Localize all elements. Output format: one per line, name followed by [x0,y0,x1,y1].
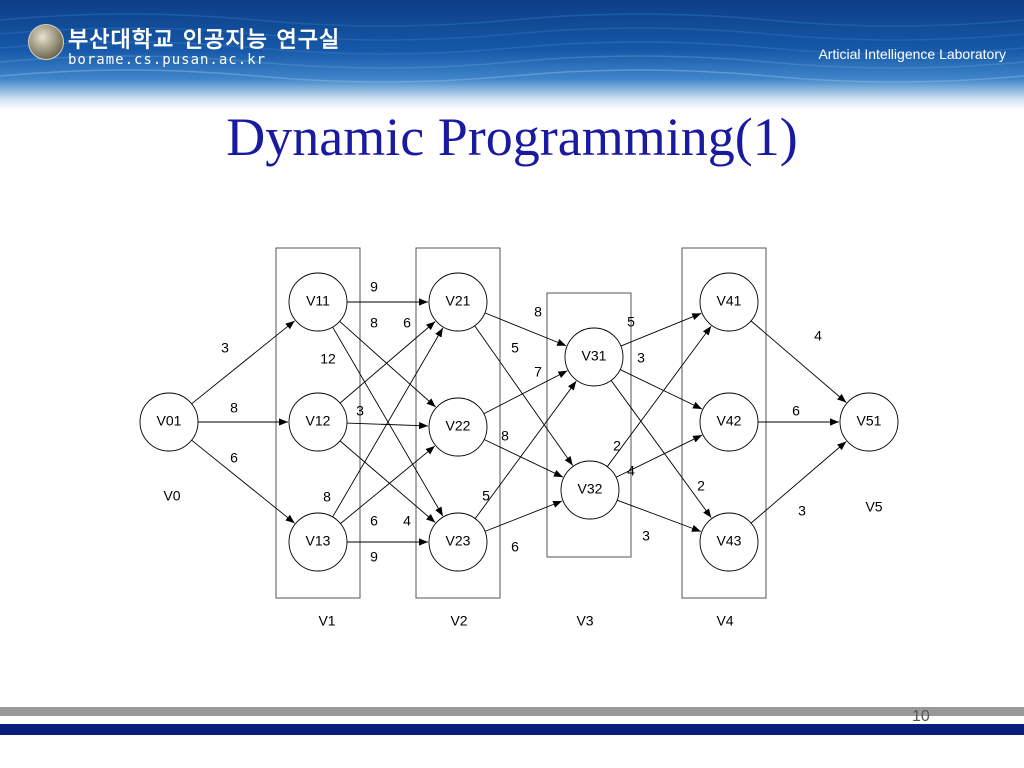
node-v31 [564,327,624,387]
page-number: 10 [912,708,930,725]
stage-label-v0: V0 [163,488,180,504]
edge-weight-v32-v43: 3 [642,528,650,544]
node-label-v21: V21 [446,293,471,309]
edge-v12-v21 [339,321,436,404]
stage-box-4 [681,247,767,599]
edge-weight-v42-v51: 6 [792,403,800,419]
edge-v31-v42 [619,369,703,410]
edge-weight-v01-v13: 6 [230,450,238,466]
stage-label-v4: V4 [716,613,733,629]
edge-weight-v41-v51: 4 [814,328,822,344]
edge-weight-v13-v21: 6 [370,513,378,529]
header-banner: 부산대학교 인공지능 연구실 borame.cs.pusan.ac.kr Art… [0,0,1024,110]
node-v22 [428,397,488,457]
stage-label-v3: V3 [576,613,593,629]
edge-v41-v51 [750,320,847,403]
node-v01 [139,392,199,452]
edge-weight-v11-v23: 12 [320,351,336,367]
edge-v13-v22 [340,445,436,524]
edge-weight-v12-v21: 6 [403,315,411,331]
node-label-v32: V32 [578,481,603,497]
stage-box-3 [546,292,632,558]
node-v21 [428,272,488,332]
edge-weight-v12-v22: 3 [356,403,364,419]
stage-label-v1: V1 [318,613,335,629]
edge-weight-v31-v41: 5 [627,314,635,330]
node-v41 [699,272,759,332]
node-v51 [839,392,899,452]
stage-label-v5: V5 [865,499,882,515]
edge-weight-v11-v22: 8 [370,315,378,331]
edge-v32-v43 [617,499,702,532]
node-label-v23: V23 [446,533,471,549]
slide-title: Dynamic Programming(1) [226,107,798,167]
edge-weight-v23-v32: 6 [511,539,519,555]
edge-v01-v13 [191,439,295,524]
node-v23 [428,512,488,572]
edge-v21-v31 [484,312,567,347]
edge-weight-v13-v23: 9 [370,549,378,565]
node-v11 [288,272,348,332]
university-seal-icon [28,24,64,60]
node-label-v42: V42 [717,413,742,429]
edge-weight-v22-v32: 8 [501,428,509,444]
edge-v43-v51 [750,441,847,524]
node-label-v31: V31 [582,348,607,364]
edge-v23-v31 [474,380,577,519]
edge-weight-v13-v22: 4 [403,513,411,529]
footer-gray-bar [0,707,1024,716]
node-label-v11: V11 [306,293,330,309]
edge-weight-v01-v11: 3 [221,340,229,356]
edge-weight-v31-v42: 3 [637,350,645,366]
node-v12 [288,392,348,452]
node-label-v01: V01 [157,413,182,429]
edge-v32-v42 [615,434,703,478]
edge-v31-v41 [620,312,702,347]
edge-v32-v41 [606,325,712,467]
org-name: 부산대학교 인공지능 연구실 [68,28,341,53]
node-label-v43: V43 [717,533,742,549]
stage-box-2 [415,247,501,599]
edge-weight-v21-v32: 5 [511,340,519,356]
edge-weight-v11-v21: 9 [370,279,378,295]
node-v32 [560,460,620,520]
edge-weight-v12-v23: 8 [323,489,331,505]
stage-label-v2: V2 [450,613,467,629]
footer-blue-bar [0,724,1024,735]
edge-weight-v32-v41: 2 [613,438,621,454]
node-v42 [699,392,759,452]
edge-v31-v43 [610,380,712,519]
node-v13 [288,512,348,572]
edge-weight-v21-v31: 8 [534,304,542,320]
stage-box-1 [275,247,361,599]
edge-weight-v22-v31: 7 [534,364,542,380]
edge-weight-v23-v31: 5 [482,488,490,504]
node-label-v12: V12 [306,413,331,429]
edge-weight-v32-v42: 4 [627,463,635,479]
edge-v11-v22 [339,320,436,408]
node-label-v22: V22 [446,418,471,434]
edge-v23-v32 [484,500,563,532]
node-v43 [699,512,759,572]
edge-v22-v31 [483,370,568,415]
edge-weight-v01-v12: 8 [230,400,238,416]
edge-v21-v32 [474,325,574,466]
lab-name: Articial Intelligence Laboratory [818,46,1006,62]
edge-v12-v22 [346,422,429,430]
node-label-v13: V13 [306,533,331,549]
edge-v01-v11 [191,320,295,405]
edge-v22-v32 [483,439,564,478]
edge-weight-v31-v43: 2 [697,478,705,494]
edge-weight-v43-v51: 3 [798,503,806,519]
node-label-v41: V41 [717,293,742,309]
edge-v12-v23 [339,440,436,523]
org-url: borame.cs.pusan.ac.kr [68,52,267,68]
edge-v13-v21 [332,327,444,518]
banner-wave-pattern [0,13,1024,83]
node-label-v51: V51 [857,413,882,429]
